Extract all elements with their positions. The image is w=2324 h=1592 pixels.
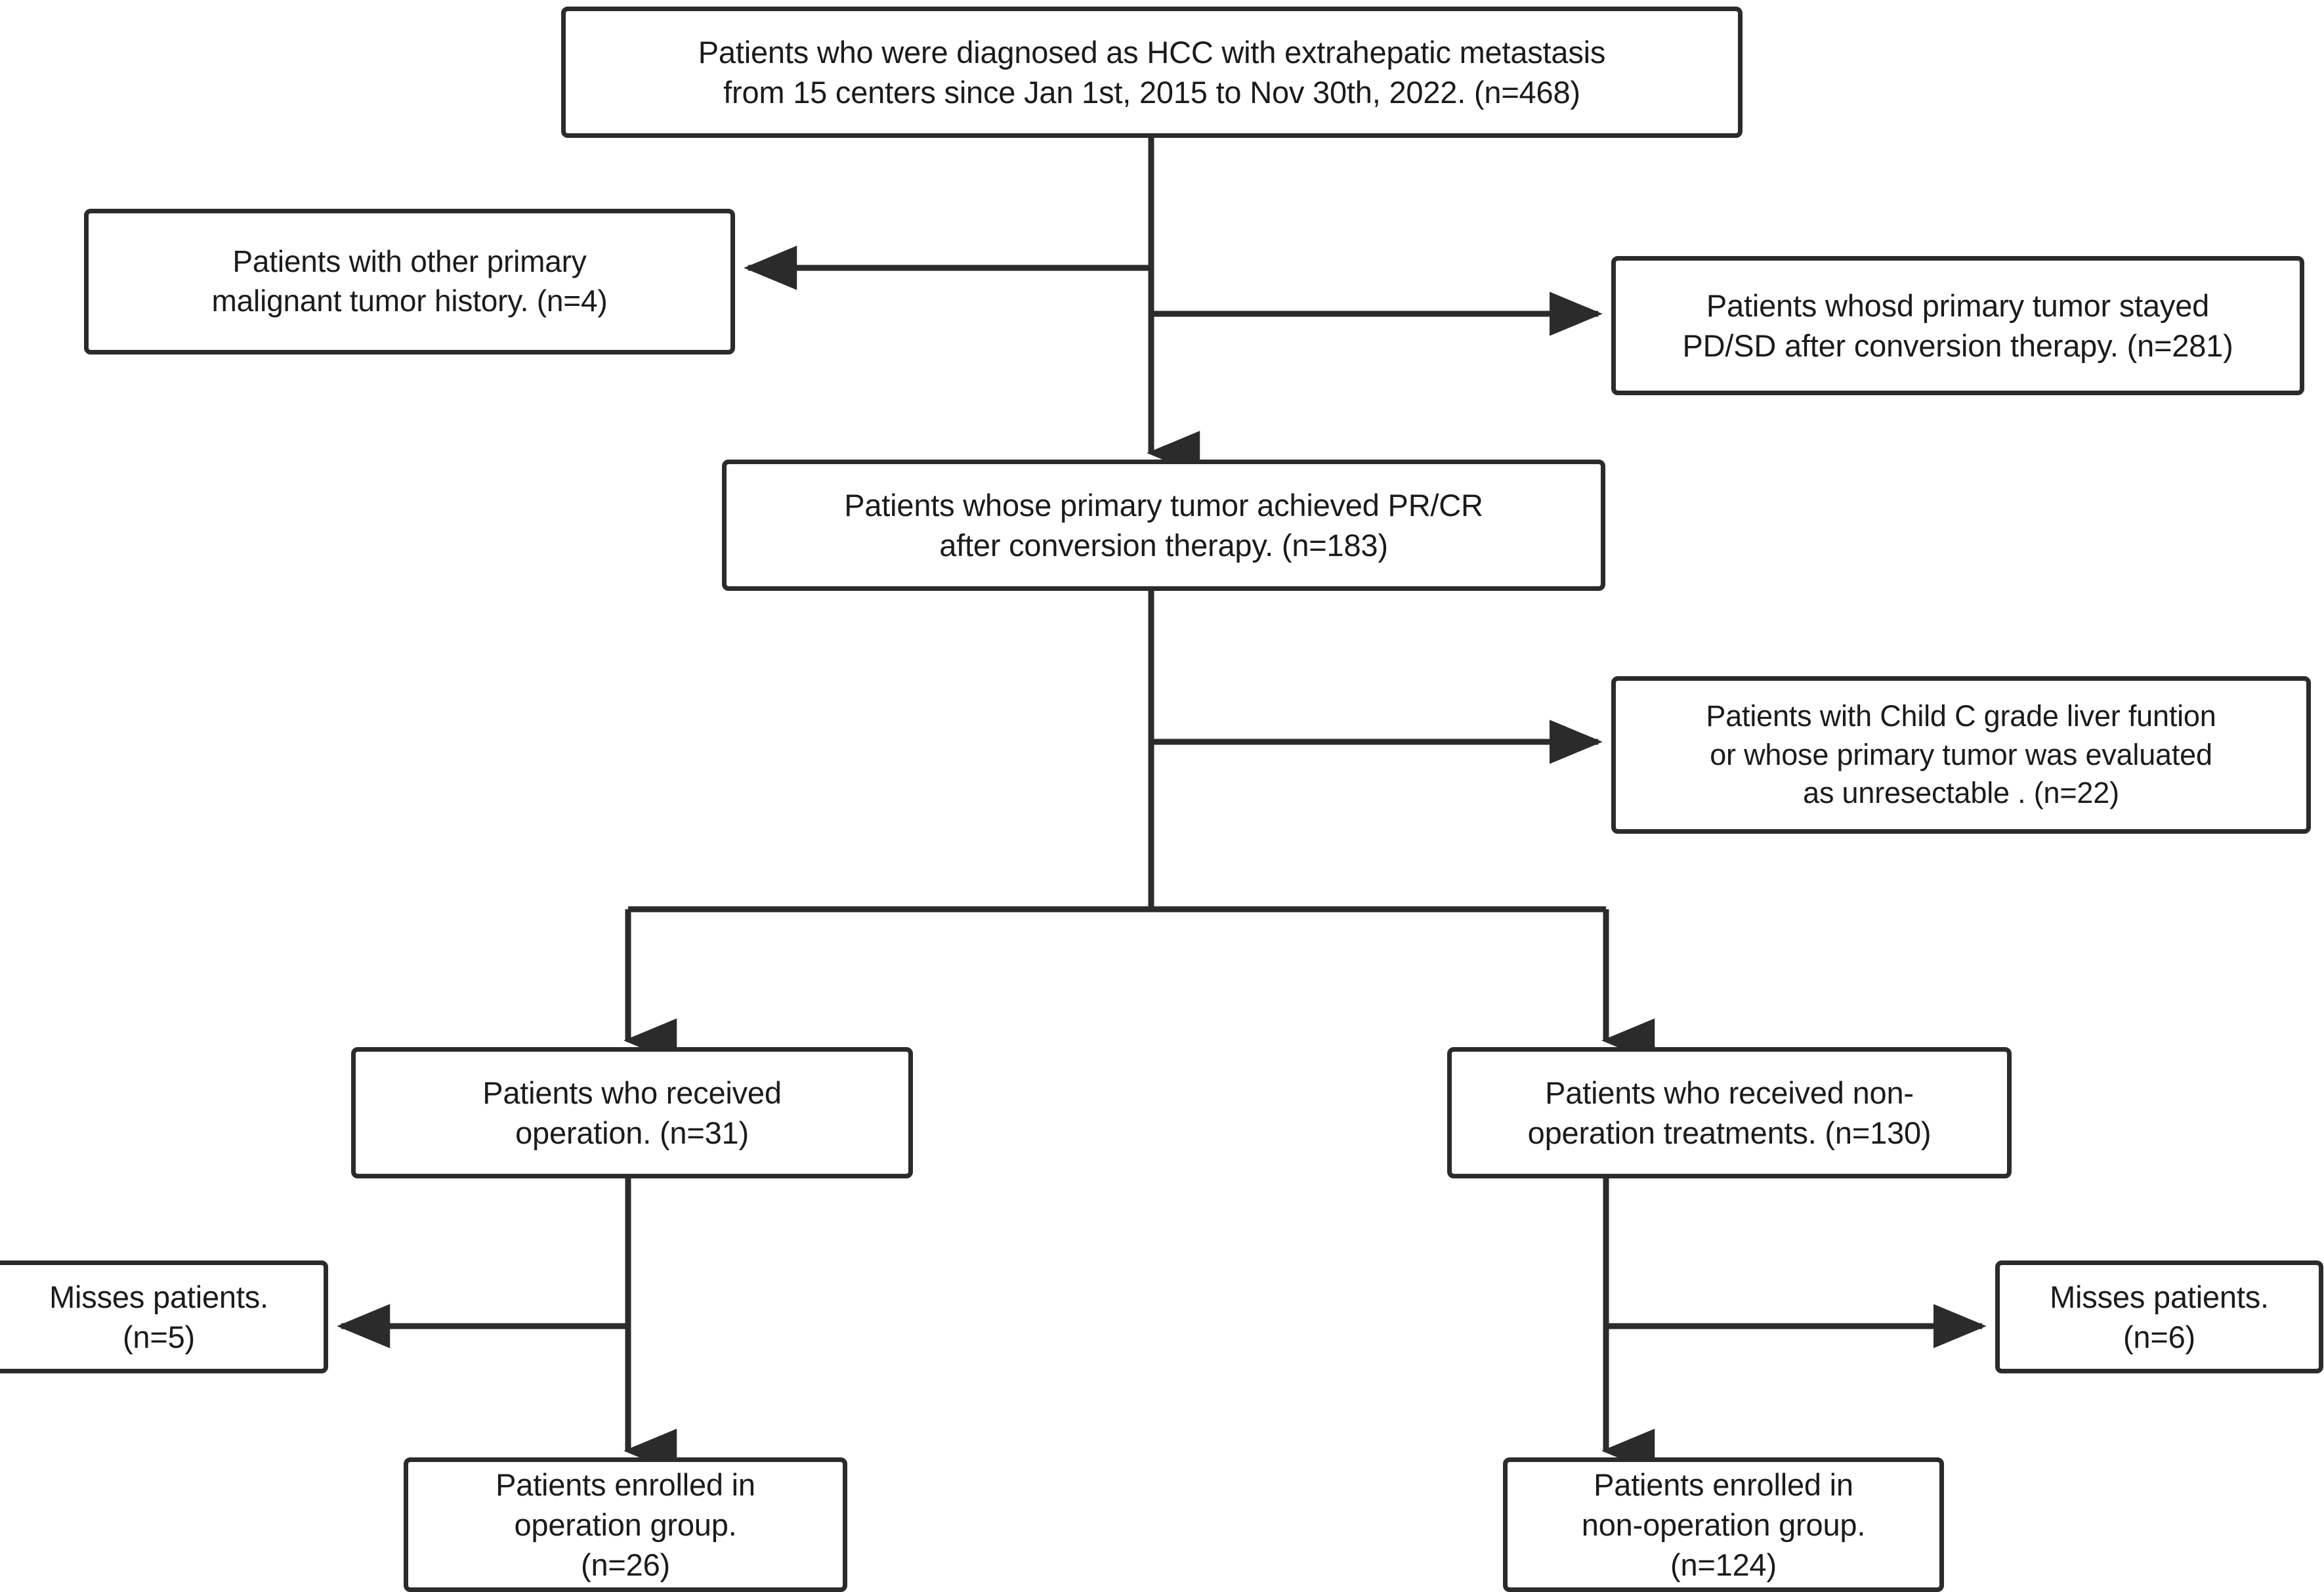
node-misses-nonoperation-label: Misses patients. (n=6) xyxy=(2050,1279,2269,1354)
node-excluded-childc-unresectable-label: Patients with Child C grade liver funtio… xyxy=(1706,699,2216,810)
node-excluded-childc-unresectable: Patients with Child C grade liver funtio… xyxy=(1611,676,2311,834)
node-misses-nonoperation: Misses patients. (n=6) xyxy=(1995,1260,2323,1373)
node-nonoperation-received-label: Patients who received non- operation tre… xyxy=(1527,1075,1932,1150)
node-operation-received: Patients who received operation. (n=31) xyxy=(351,1047,913,1178)
node-excluded-pdsd-label: Patients whosd primary tumor stayed PD/S… xyxy=(1682,288,2233,363)
node-operation-received-label: Patients who received operation. (n=31) xyxy=(482,1075,782,1150)
node-excluded-pdsd: Patients whosd primary tumor stayed PD/S… xyxy=(1611,256,2304,395)
node-source-cohort: Patients who were diagnosed as HCC with … xyxy=(561,7,1743,138)
node-misses-operation-label: Misses patients. (n=5) xyxy=(49,1279,268,1354)
node-nonoperation-received: Patients who received non- operation tre… xyxy=(1447,1047,2012,1178)
node-enrolled-nonoperation-group: Patients enrolled in non-operation group… xyxy=(1503,1457,1944,1592)
node-excluded-other-primary-tumor-label: Patients with other primary malignant tu… xyxy=(211,244,608,318)
node-excluded-other-primary-tumor: Patients with other primary malignant tu… xyxy=(84,209,735,355)
node-enrolled-operation-group-label: Patients enrolled in operation group. (n… xyxy=(496,1467,755,1583)
node-prcr-cohort-label: Patients whose primary tumor achieved PR… xyxy=(844,487,1483,563)
node-source-cohort-label: Patients who were diagnosed as HCC with … xyxy=(698,34,1606,110)
node-misses-operation: Misses patients. (n=5) xyxy=(0,1260,328,1373)
node-prcr-cohort: Patients whose primary tumor achieved PR… xyxy=(722,460,1605,591)
node-enrolled-operation-group: Patients enrolled in operation group. (n… xyxy=(404,1457,847,1592)
node-enrolled-nonoperation-group-label: Patients enrolled in non-operation group… xyxy=(1581,1467,1866,1583)
